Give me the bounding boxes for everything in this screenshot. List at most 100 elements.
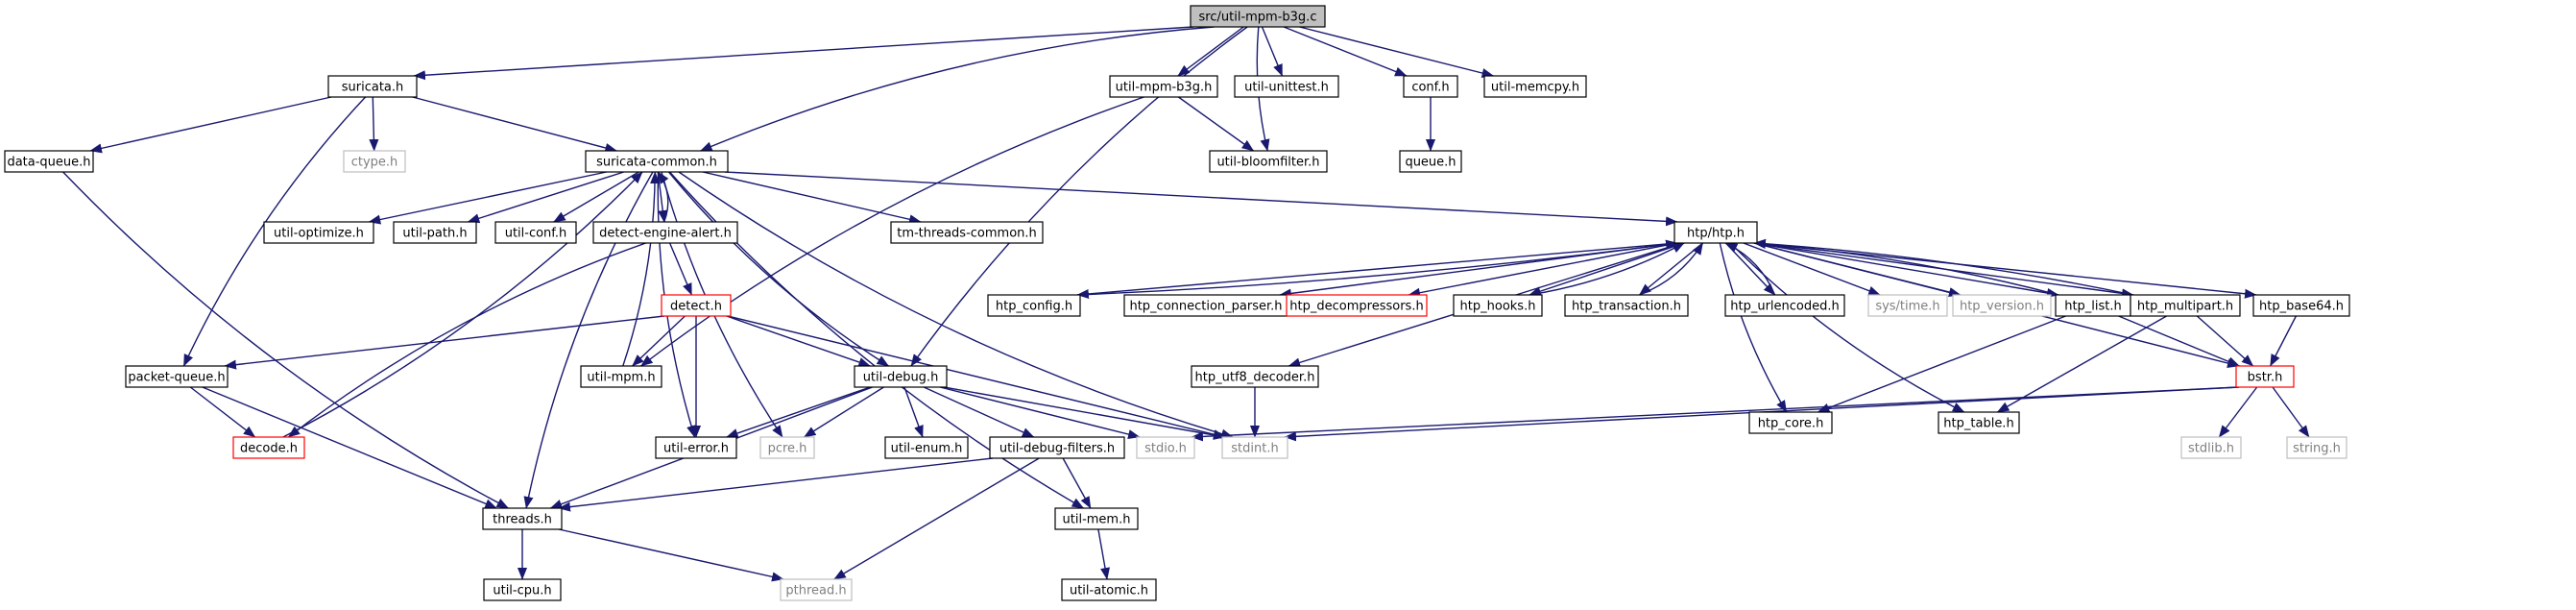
node-util-mpm-b3g[interactable]: util-mpm-b3g.h <box>1109 75 1218 98</box>
edge-htp-to-htp-core <box>1719 242 1788 413</box>
node-htp-list[interactable]: htp_list.h <box>2055 294 2131 317</box>
node-util-optimize[interactable]: util-optimize.h <box>263 221 374 244</box>
node-suricata[interactable]: suricata.h <box>327 75 418 98</box>
node-box <box>759 436 815 459</box>
edge-util-debug-to-util-error <box>726 386 871 438</box>
node-util-debug-filters[interactable]: util-debug-filters.h <box>989 436 1125 459</box>
edge-htp-to-htp-list <box>1753 242 2059 298</box>
node-bstr[interactable]: bstr.h <box>2235 365 2295 388</box>
node-label: util-unittest.h <box>1244 81 1329 95</box>
node-root[interactable]: src/util-mpm-b3g.c <box>1190 5 1326 28</box>
node-label: util-atomic.h <box>1070 584 1148 598</box>
edge-detect-to-util-mpm <box>632 315 686 367</box>
node-conf[interactable]: conf.h <box>1403 75 1458 98</box>
edge-detect-engine-alert-to-detect <box>668 242 693 296</box>
node-label: string.h <box>2293 442 2341 456</box>
node-box <box>1221 436 1288 459</box>
edge-suricata-to-data-queue <box>89 96 332 154</box>
node-box <box>232 436 305 459</box>
node-util-mem[interactable]: util-mem.h <box>1054 507 1139 530</box>
include-edge <box>1076 239 1678 296</box>
node-box <box>1190 5 1326 28</box>
include-edge <box>910 26 1248 367</box>
edge-util-mem-to-util-atomic <box>1097 528 1110 580</box>
node-util-debug[interactable]: util-debug.h <box>854 365 948 388</box>
node-box <box>1724 294 1845 317</box>
include-edge <box>1724 242 1776 296</box>
node-htp-multipart[interactable]: htp_multipart.h <box>2130 294 2241 317</box>
node-util-error[interactable]: util-error.h <box>655 436 737 459</box>
include-edge <box>727 315 1226 440</box>
node-decode[interactable]: decode.h <box>232 436 305 459</box>
node-packet-queue[interactable]: packet-queue.h <box>125 365 229 388</box>
edge-detect-to-util-debug <box>726 315 871 367</box>
node-box <box>483 578 562 601</box>
node-util-unittest[interactable]: util-unittest.h <box>1234 75 1339 98</box>
node-label: threads.h <box>493 513 552 527</box>
node-box <box>393 221 477 244</box>
include-edge <box>1639 242 1703 296</box>
include-edge <box>189 386 256 438</box>
node-label: util-enum.h <box>891 442 963 456</box>
include-edge <box>640 96 1144 367</box>
edge-decode-to-suricata-common <box>282 171 643 438</box>
node-suricata-common[interactable]: suricata-common.h <box>585 150 729 173</box>
node-box <box>1453 294 1543 317</box>
node-threads[interactable]: threads.h <box>482 507 563 530</box>
include-edge <box>2269 315 2298 367</box>
node-util-mpm[interactable]: util-mpm.h <box>580 365 662 388</box>
include-edge <box>833 457 1040 580</box>
node-htp-table[interactable]: htp_table.h <box>1938 411 2020 434</box>
include-edge <box>1177 26 1244 77</box>
node-htp-base64[interactable]: htp_base64.h <box>2252 294 2350 317</box>
node-util-path[interactable]: util-path.h <box>393 221 477 244</box>
node-label: util-bloomfilter.h <box>1216 156 1319 170</box>
edge-detect-engine-alert-to-suricata-common <box>657 171 669 223</box>
edge-detect-engine-alert-to-decode <box>287 242 646 438</box>
node-box <box>585 150 729 173</box>
node-util-bloomfilter[interactable]: util-bloomfilter.h <box>1209 150 1328 173</box>
node-util-atomic[interactable]: util-atomic.h <box>1061 578 1157 601</box>
node-util-cpu[interactable]: util-cpu.h <box>483 578 562 601</box>
node-detect[interactable]: detect.h <box>661 294 732 317</box>
include-edge <box>1743 242 1881 296</box>
node-htp-config[interactable]: htp_config.h <box>987 294 1081 317</box>
node-htp-core[interactable]: htp_core.h <box>1748 411 1833 434</box>
edge-suricata-common-to-util-conf <box>553 171 639 223</box>
node-htp[interactable]: htp/htp.h <box>1673 221 1758 244</box>
include-edge <box>1719 242 1788 413</box>
include-edge <box>1076 242 1678 299</box>
include-edge <box>943 386 1226 440</box>
edge-htp-multipart-to-htp-table <box>1996 315 2167 413</box>
node-box <box>1399 150 1462 173</box>
edge-util-mpm-b3g-to-util-bloomfilter <box>1177 96 1255 152</box>
node-htp-urlencoded[interactable]: htp_urlencoded.h <box>1724 294 1845 317</box>
node-box <box>1952 294 2052 317</box>
node-box <box>4 150 94 173</box>
node-label: queue.h <box>1405 156 1456 170</box>
node-util-memcpy[interactable]: util-memcpy.h <box>1483 75 1587 98</box>
edge-htp-to-htp-urlencoded <box>1724 242 1776 296</box>
node-util-enum[interactable]: util-enum.h <box>884 436 969 459</box>
edge-htp-to-sys-time <box>1743 242 1881 296</box>
edge-util-mpm-b3g-to-util-mpm <box>640 96 1144 367</box>
node-queue[interactable]: queue.h <box>1399 150 1462 173</box>
include-edge <box>1996 315 2167 413</box>
node-htp-hooks[interactable]: htp_hooks.h <box>1453 294 1543 317</box>
node-box <box>1209 150 1328 173</box>
node-label: util-path.h <box>402 227 467 241</box>
node-htp-connection-parser[interactable]: htp_connection_parser.h <box>1123 294 1288 317</box>
node-htp-transaction[interactable]: htp_transaction.h <box>1564 294 1689 317</box>
node-htp-utf8-decoder[interactable]: htp_utf8_decoder.h <box>1191 365 1319 388</box>
node-htp-decompressors[interactable]: htp_decompressors.h <box>1286 294 1428 317</box>
node-tm-threads-common[interactable]: tm-threads-common.h <box>890 221 1044 244</box>
node-box <box>655 436 737 459</box>
node-stdint: stdint.h <box>1221 436 1288 459</box>
edge-htp-base64-to-bstr <box>2269 315 2298 367</box>
node-data-queue[interactable]: data-queue.h <box>4 150 94 173</box>
node-label: util-mpm.h <box>587 371 655 385</box>
node-layer: src/util-mpm-b3g.c suricata.h util-mpm-b3g… <box>4 5 2350 601</box>
node-detect-engine-alert[interactable]: detect-engine-alert.h <box>592 221 738 244</box>
node-box <box>2286 436 2347 459</box>
node-util-conf[interactable]: util-conf.h <box>494 221 577 244</box>
